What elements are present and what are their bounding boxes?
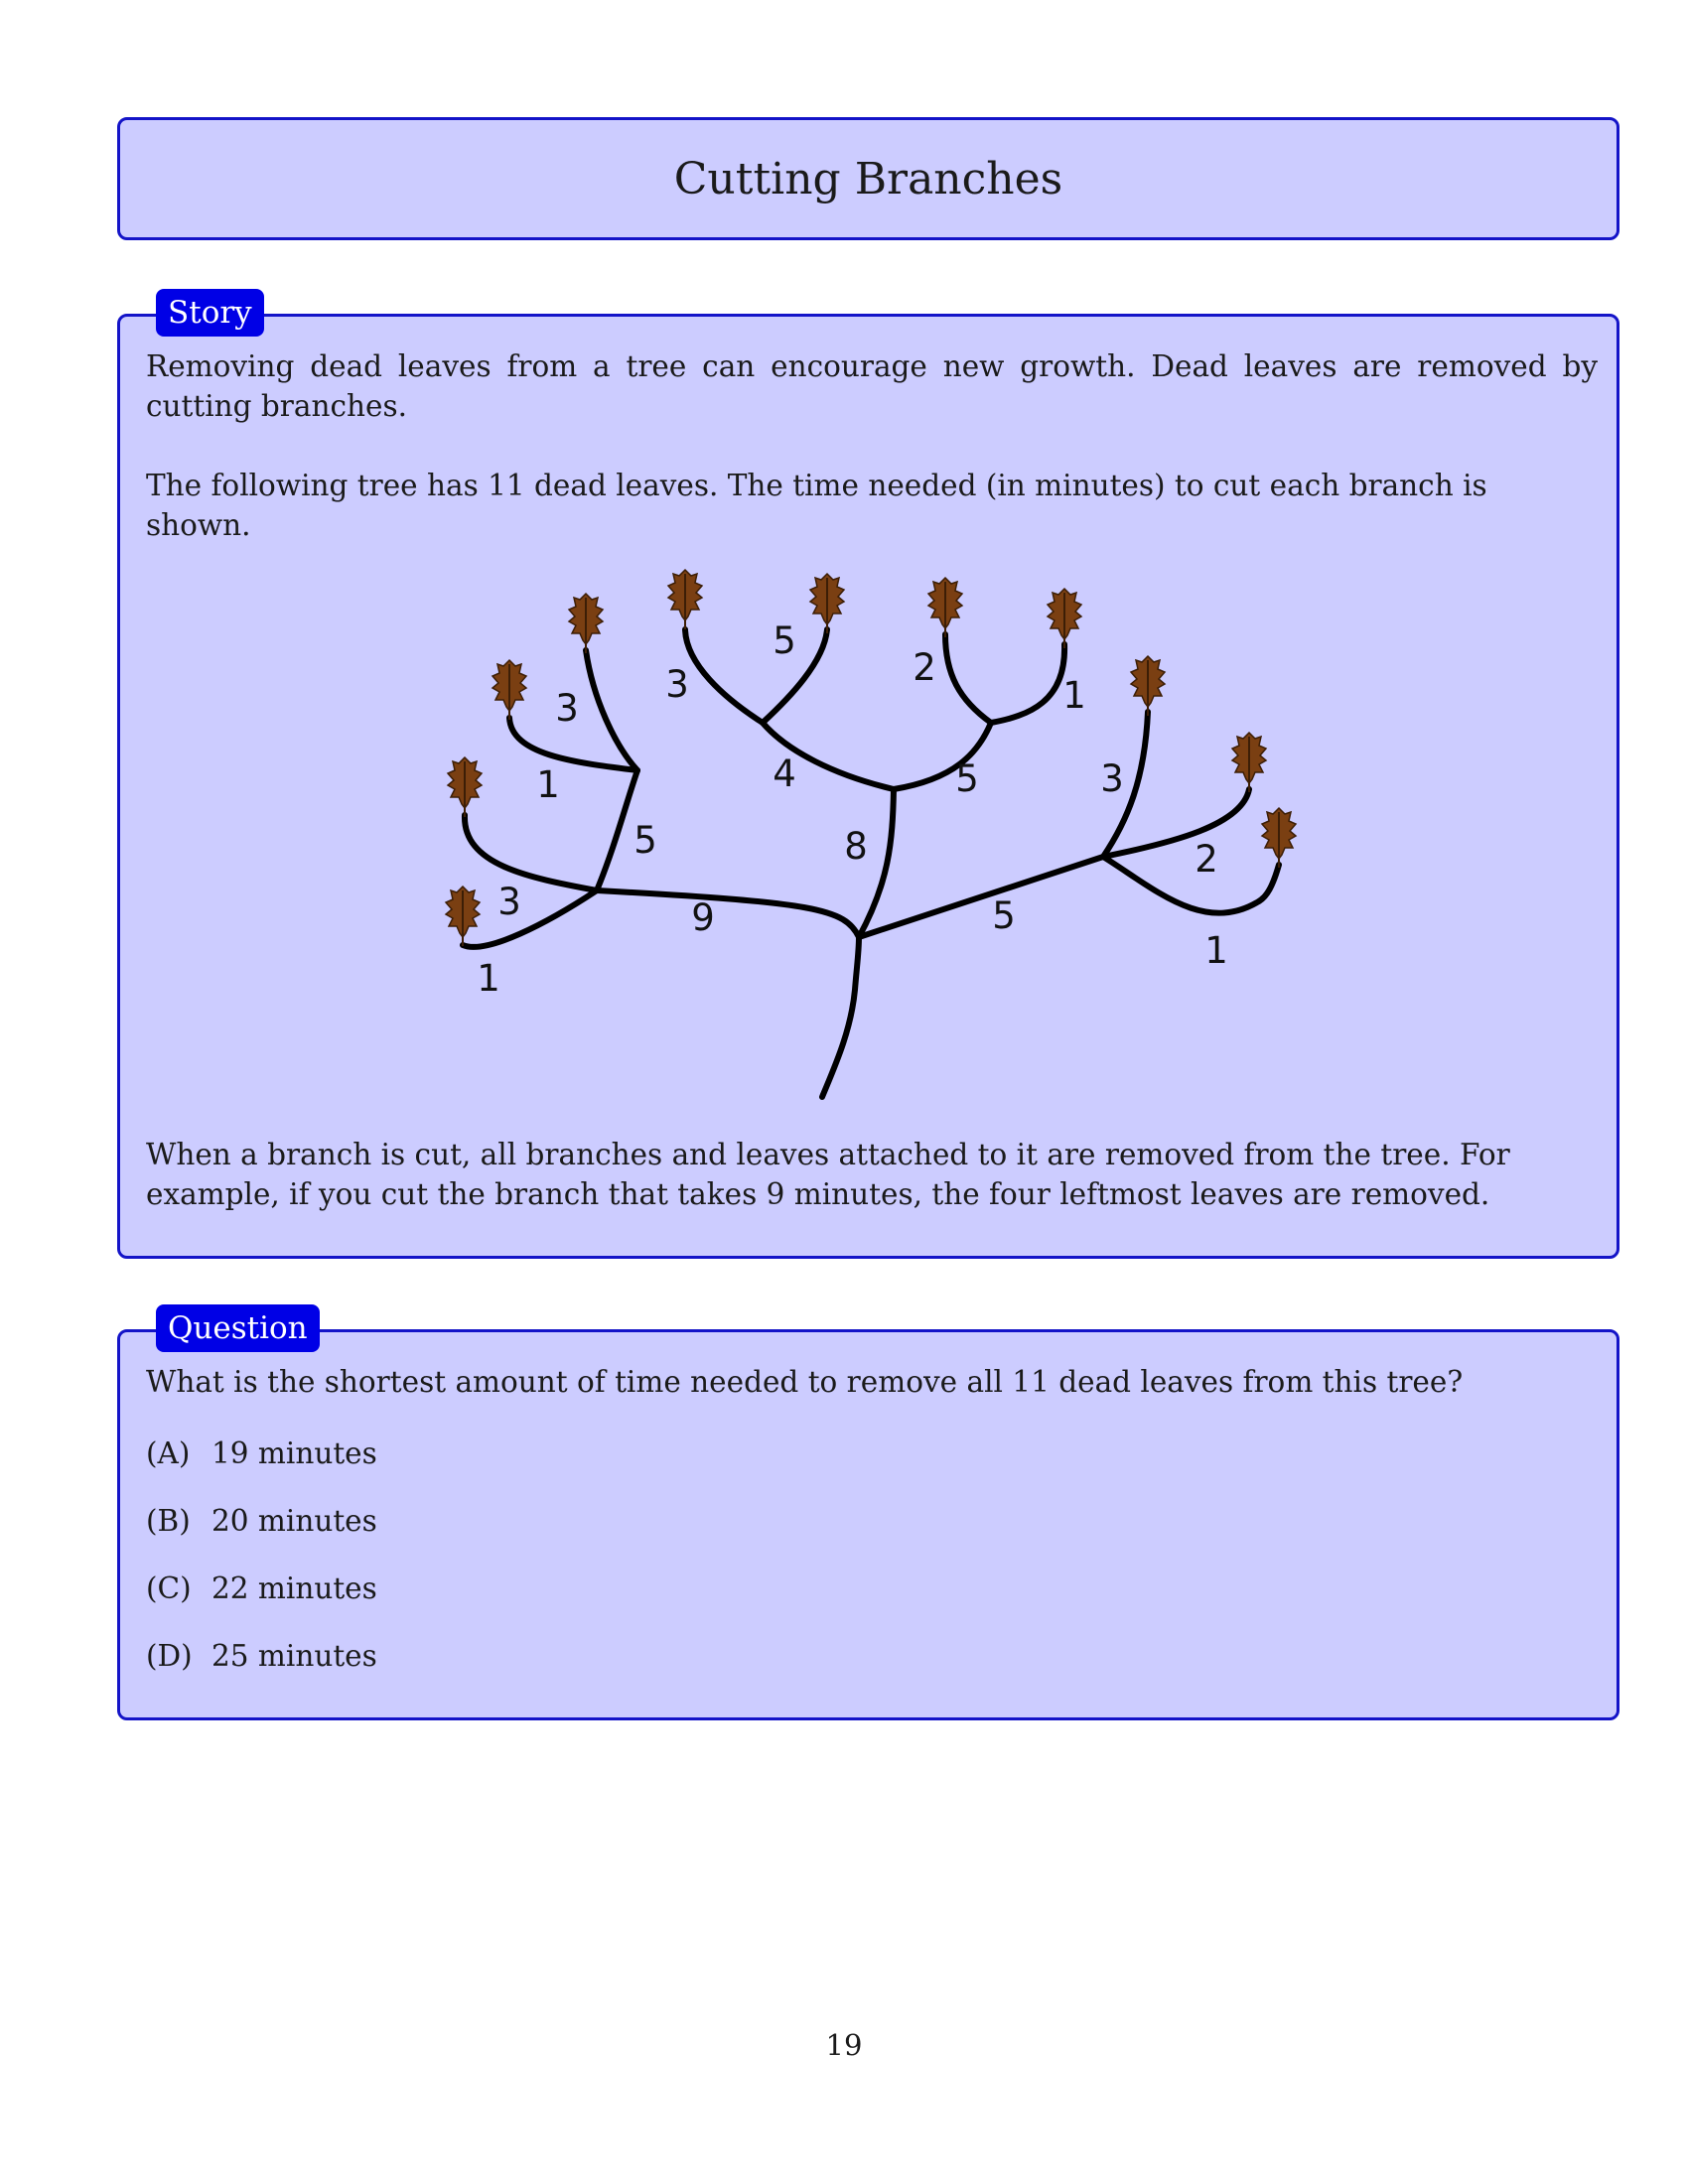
weight-label: 3	[1100, 757, 1124, 800]
question-panel: Question What is the shortest amount of …	[117, 1304, 1619, 1720]
branch-1-left-low	[460, 887, 600, 950]
leaf-icon	[927, 577, 963, 638]
branch-weights: 1 3 5 1 3 9 3 5 4 2 1 5 8 5 3 2 1	[477, 619, 1228, 1000]
branch-5-right	[891, 720, 994, 792]
branch-3-top	[682, 626, 766, 726]
weight-label: 5	[773, 619, 796, 662]
weight-label: 5	[633, 819, 657, 862]
branch-3-left-top	[583, 647, 640, 773]
weight-label: 3	[555, 687, 579, 730]
leaf-icon	[809, 573, 845, 634]
branch-3-left-mid	[461, 812, 600, 893]
leaf-icon	[667, 569, 703, 630]
branch-1-right	[1100, 854, 1282, 916]
weight-label: 5	[955, 757, 979, 800]
branch-5-lower	[856, 854, 1106, 940]
weight-label: 2	[1195, 838, 1218, 881]
weight-label: 9	[691, 896, 715, 939]
weight-label: 3	[665, 663, 689, 706]
weight-label: 4	[773, 752, 796, 795]
option-text: 19 minutes	[211, 1436, 377, 1470]
trunk	[819, 934, 862, 1100]
leaf-icon	[1231, 732, 1267, 793]
option-label: (B)	[146, 1504, 191, 1538]
leaf-icon	[447, 756, 483, 818]
page-number: 19	[825, 2028, 863, 2062]
leaf-icon	[1130, 655, 1166, 717]
branch-1-left-top	[506, 715, 640, 773]
weight-label: 1	[477, 957, 500, 1000]
weight-label: 1	[1062, 674, 1086, 717]
question-text: What is the shortest amount of time need…	[146, 1365, 1464, 1399]
tree-diagram: 1 3 5 1 3 9 3 5 4 2 1 5 8 5 3 2 1	[445, 569, 1297, 1100]
story-tag: Story	[156, 289, 264, 337]
branch-5-left	[594, 767, 640, 893]
weight-label: 5	[992, 894, 1016, 937]
leaf-icon	[492, 659, 527, 721]
answer-option-d[interactable]: (D) 25 minutes	[146, 1639, 377, 1673]
story-panel: Story Removing dead leaves from a tree c…	[117, 289, 1619, 1259]
branches	[460, 626, 1282, 1100]
branch-1-top	[988, 641, 1068, 726]
page-title: Cutting Branches	[673, 153, 1063, 205]
branch-2-top	[942, 631, 994, 726]
weight-label: 1	[536, 763, 560, 806]
leaf-icon	[1047, 588, 1082, 649]
branch-3-right	[1100, 709, 1151, 860]
story-paragraph-1: Removing dead leaves from a tree can enc…	[146, 349, 1598, 423]
title-box: Cutting Branches	[117, 117, 1619, 240]
weight-label: 3	[497, 881, 521, 923]
weight-label: 1	[1204, 929, 1228, 972]
story-paragraph-3: When a branch is cut, all branches and l…	[146, 1138, 1510, 1211]
leaf-icon	[445, 886, 481, 947]
option-text: 22 minutes	[211, 1571, 377, 1605]
option-label: (A)	[146, 1436, 191, 1470]
story-paragraph-2: The following tree has 11 dead leaves. T…	[146, 469, 1487, 542]
branch-9	[594, 887, 862, 940]
answer-option-b[interactable]: (B) 20 minutes	[146, 1504, 377, 1538]
option-text: 20 minutes	[211, 1504, 377, 1538]
option-text: 25 minutes	[211, 1639, 377, 1673]
branch-8	[856, 786, 897, 940]
answer-option-a[interactable]: (A) 19 minutes	[146, 1436, 377, 1470]
branch-4	[760, 720, 897, 792]
option-label: (C)	[146, 1571, 192, 1605]
option-label: (D)	[146, 1639, 193, 1673]
weight-label: 8	[844, 825, 868, 868]
answer-option-c[interactable]: (C) 22 minutes	[146, 1571, 377, 1605]
branch-2-right	[1100, 786, 1252, 860]
question-tag: Question	[156, 1304, 320, 1352]
leaf-icon	[1261, 807, 1297, 869]
leaf-icon	[568, 593, 604, 654]
branch-5-top	[760, 626, 830, 726]
weight-label: 2	[913, 646, 936, 689]
